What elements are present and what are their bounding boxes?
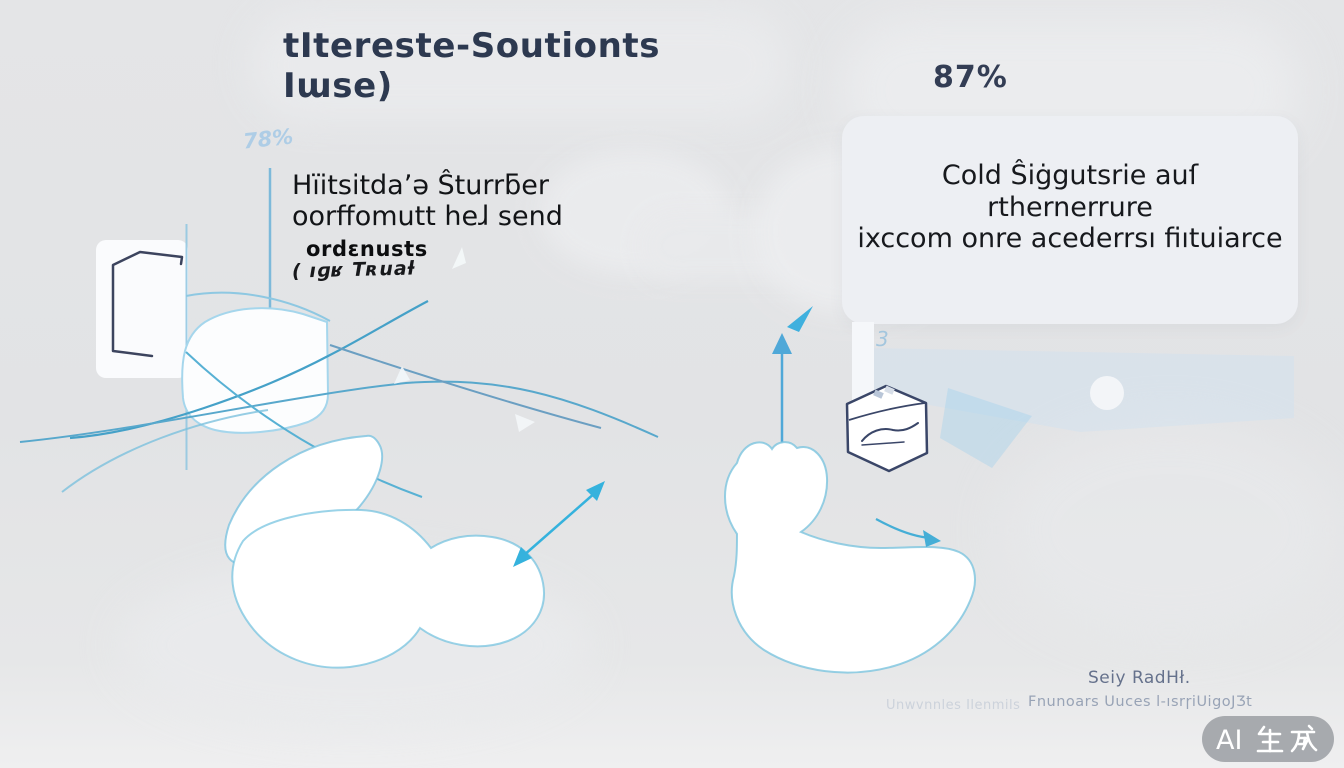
page-title: tItereste-Soutionts Iɯse)	[283, 26, 661, 106]
flow-line	[19, 380, 659, 443]
credit-faint-right: Fnunoars Uuces l-ısrɼiUigoJƷt	[1028, 694, 1253, 710]
left-note-bold: ordɛnusts	[306, 237, 428, 261]
watermark-glyph-cheng	[1290, 724, 1318, 753]
watermark-glyph-sheng	[1256, 725, 1284, 753]
cloud-shape	[231, 508, 545, 669]
white-arrow-icon	[452, 247, 466, 269]
credit-faint-left: Unwvnnles Ilenmils	[886, 698, 1021, 713]
step-label: 3	[876, 327, 889, 351]
flow-line	[69, 300, 429, 440]
callout-pillar	[852, 322, 874, 404]
flow-line	[185, 291, 331, 322]
glass-surface	[940, 388, 1032, 468]
left-note-script: ( ıɡʁ Tʀuaƚ	[291, 257, 416, 283]
credit-primary: Seiy RadHł.	[1088, 668, 1191, 688]
package-icon	[845, 384, 929, 473]
watermark-latin: AI	[1216, 725, 1242, 756]
hub-box	[181, 307, 330, 434]
door-panel	[96, 240, 188, 378]
double-arrow-icon	[513, 481, 605, 567]
callout-line2: ixccom onre acederrsı fiıtuiarce	[857, 223, 1283, 254]
white-arrow-icon	[515, 414, 535, 432]
callout-text: Cold Ŝiġgutsrie auſ rthernerrure ixccom …	[856, 160, 1284, 255]
callout-card: Cold Ŝiġgutsrie auſ rthernerrure ixccom …	[842, 116, 1298, 324]
callout-line1: Cold Ŝiġgutsrie auſ rthernerrure	[941, 160, 1199, 223]
flow-line	[185, 351, 423, 498]
up-arrow-icon	[772, 333, 792, 443]
stat-percent-main: 87%	[933, 60, 1008, 95]
left-heading-line2: oorffomutt heɺ send	[292, 201, 563, 232]
glass-surface	[868, 348, 1294, 432]
flow-line	[61, 409, 269, 493]
watermark-glyphs: AI	[1216, 724, 1318, 756]
left-heading: Hïitsitdaʼə Ŝturrƃer oorffomutt heɺ send	[292, 170, 592, 232]
kite-arrow-icon	[787, 306, 813, 332]
white-arrow-icon	[394, 366, 410, 384]
ai-generated-watermark: AI	[1202, 716, 1334, 762]
highlight-circle	[1090, 376, 1124, 410]
flow-line	[329, 344, 602, 429]
left-heading-line1: Hïitsitdaʼə Ŝturrƃer	[292, 170, 549, 201]
curve-arrow-icon	[875, 518, 941, 547]
door-icon	[111, 250, 184, 358]
cloud-shape	[724, 441, 976, 674]
